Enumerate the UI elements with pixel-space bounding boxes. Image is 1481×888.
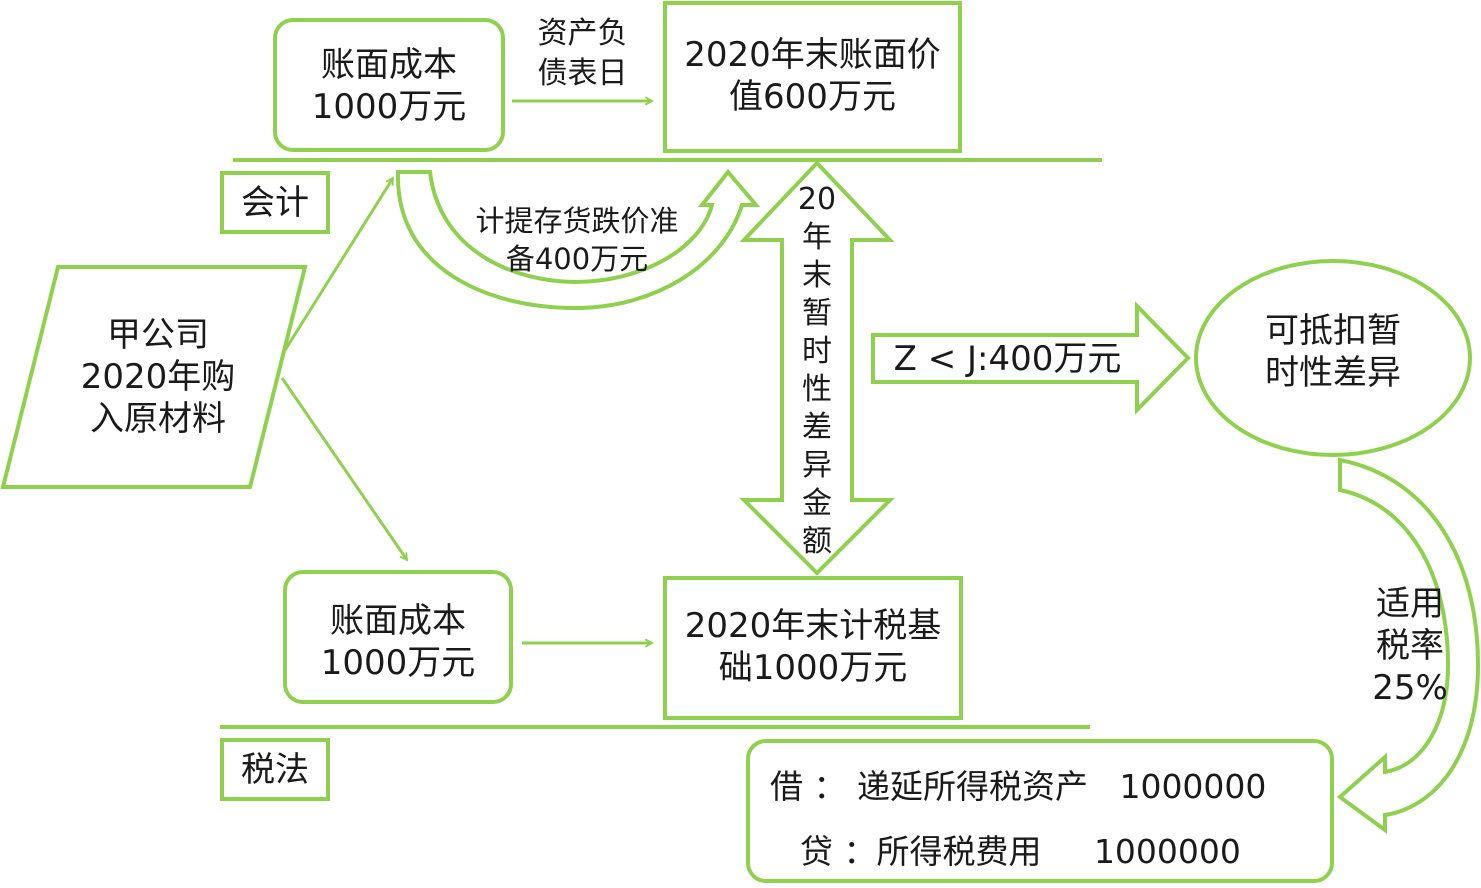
source-parallelogram [0, 265, 308, 489]
vchar: 时 [802, 334, 832, 369]
vchar: 末 [802, 258, 832, 293]
accounting-section-label: 会计 [241, 183, 309, 223]
result-line-1: 可抵扣暂 [1265, 311, 1401, 351]
tax-cost-line-2: 1000万元 [320, 643, 476, 683]
source-text: 甲公司 2020年购 入原材料 [58, 314, 258, 440]
accounting-cost-box [273, 18, 505, 152]
journal-credit-line: 贷 ：所得税费用 1000000 [800, 832, 1241, 871]
comparison-label: Z < J:400万元 [893, 339, 1122, 379]
tax-rate-label: 适用 税率 25% [1360, 583, 1460, 709]
source-line-2: 2020年购 [80, 357, 236, 397]
tax-base-box [663, 576, 963, 720]
balance-sheet-date-line-1: 资产负 [537, 16, 628, 51]
carrying-value-line-2: 值600万元 [729, 77, 896, 117]
rate-line-3: 25% [1372, 668, 1448, 708]
accounting-cost-line-2: 1000万元 [311, 87, 467, 127]
vchar: 额 [802, 524, 832, 559]
vchar: 异 [802, 448, 832, 483]
tax-base-text: 2020年末计税基 础1000万元 [665, 605, 961, 689]
tax-base-line-2: 础1000万元 [718, 648, 908, 688]
tax-section-label: 税法 [241, 750, 309, 790]
tax-cost-line-1: 账面成本 [330, 601, 466, 641]
provision-line-2: 备400万元 [505, 242, 649, 276]
tax-base-line-1: 2020年末计税基 [684, 606, 942, 646]
comparison-block-arrow [871, 301, 1191, 415]
vchar: 暂 [802, 296, 832, 331]
arrow-to-tax [280, 377, 409, 560]
vchar: 金 [802, 486, 832, 521]
rate-curved-arrow [1336, 457, 1481, 834]
accounting-cost-line-1: 账面成本 [321, 45, 457, 85]
provision-curved-arrow [395, 168, 761, 311]
rate-line-1: 适用 [1376, 584, 1444, 624]
carrying-value-line-1: 2020年末账面价 [684, 35, 941, 75]
provision-label: 计提存货跌价准 备400万元 [462, 202, 692, 278]
vchar: 20 [797, 182, 837, 217]
difference-vertical-label: 20 年 末 暂 时 性 差 异 金 额 [797, 181, 837, 561]
result-ellipse-text: 可抵扣暂 时性差异 [1200, 310, 1466, 394]
carrying-value-text: 2020年末账面价 值600万元 [665, 34, 960, 118]
arrow-to-accounting [280, 178, 395, 356]
source-line-1: 甲公司 [107, 315, 209, 355]
result-ellipse [1194, 259, 1472, 457]
balance-sheet-date-line-2: 债表日 [537, 56, 628, 91]
balance-sheet-date-label: 资产负 债表日 [520, 14, 645, 94]
accounting-cost-text: 账面成本 1000万元 [275, 44, 503, 128]
rate-line-2: 税率 [1376, 626, 1444, 666]
vchar: 年 [802, 220, 832, 255]
journal-debit-line: 借 ： 递延所得税资产 1000000 [770, 767, 1267, 806]
tax-cost-text: 账面成本 1000万元 [285, 600, 511, 684]
carrying-value-box [663, 1, 962, 153]
accounting-label-box [220, 171, 330, 234]
tax-cost-box [283, 570, 513, 704]
vchar: 性 [802, 372, 832, 407]
result-line-2: 时性差异 [1265, 353, 1401, 393]
tax-label-box [220, 738, 330, 801]
difference-double-arrow [739, 160, 895, 576]
vchar: 差 [802, 410, 832, 445]
journal-entry-box [746, 739, 1334, 883]
provision-line-1: 计提存货跌价准 [475, 204, 679, 238]
source-line-3: 入原材料 [90, 399, 226, 439]
